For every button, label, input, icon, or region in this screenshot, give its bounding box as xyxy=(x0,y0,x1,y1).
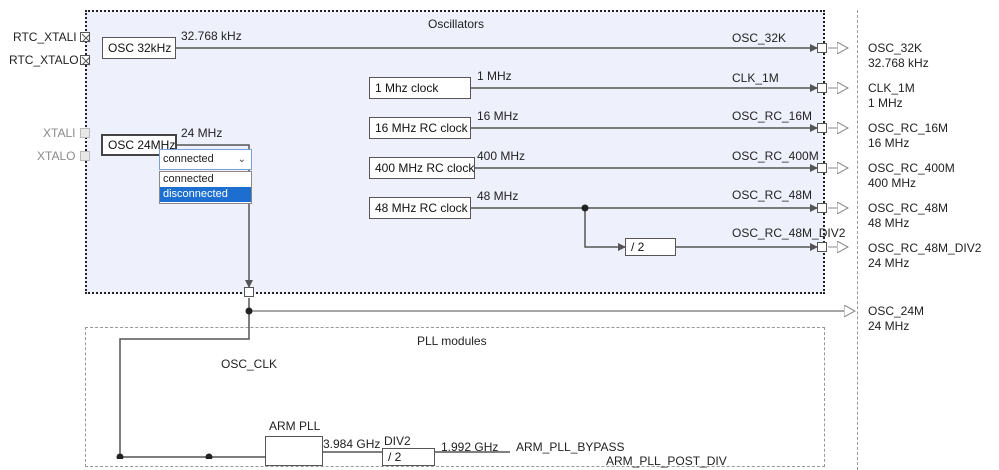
signal-clk-1m: CLK_1M xyxy=(732,71,779,85)
signal-osc-rc-48m: OSC_RC_48M xyxy=(732,188,813,202)
signal-osc-rc-48m-div2: OSC_RC_48M_DIV2 xyxy=(732,226,846,240)
output-freq: 16 MHz xyxy=(868,136,910,150)
signal-osc-32k: OSC_32K xyxy=(732,31,787,45)
div2-label: DIV2 xyxy=(384,434,411,448)
output-freq: 32.768 kHz xyxy=(868,56,929,70)
output-freq: 400 MHz xyxy=(868,176,917,190)
pll-div2-block[interactable]: / 2 xyxy=(382,448,435,466)
signal-osc-rc-400m: OSC_RC_400M xyxy=(732,149,819,163)
output-name: OSC_RC_48M_DIV2 xyxy=(868,241,982,255)
connection-options-list: connected disconnected xyxy=(159,171,252,204)
osc-24mhz-connection-select[interactable]: connected ⌄ xyxy=(159,149,252,170)
clk-1m-output-port[interactable] xyxy=(817,83,827,93)
output-freq: 24 MHz xyxy=(868,256,910,270)
output-name: OSC_24M xyxy=(868,304,925,318)
rc-48mhz-block[interactable]: 48 MHz RC clock xyxy=(369,197,471,219)
freq-32khz: 32.768 kHz xyxy=(181,29,242,43)
rc-16mhz-block[interactable]: 16 MHz RC clock xyxy=(369,117,471,139)
output-freq: 1 MHz xyxy=(868,96,903,110)
chevron-down-icon: ⌄ xyxy=(237,154,246,165)
oscillators-title: Oscillators xyxy=(428,17,485,31)
output-name: OSC_RC_400M xyxy=(868,161,955,175)
rtc-xtalo-pin[interactable] xyxy=(80,55,91,66)
osc-clk-mux-port[interactable] xyxy=(244,287,254,297)
osc-32khz-block[interactable]: OSC 32kHz xyxy=(102,37,176,59)
signal-arm-pll-bypass: ARM_PLL_BYPASS xyxy=(516,440,625,454)
arm-pll-block[interactable] xyxy=(265,436,323,466)
osc-rc-48m-output-port[interactable] xyxy=(817,203,827,213)
signal-osc-clk: OSC_CLK xyxy=(221,357,278,371)
option-disconnected[interactable]: disconnected xyxy=(160,187,251,202)
pll-modules-title: PLL modules xyxy=(417,334,487,348)
output-name: OSC_RC_16M xyxy=(868,121,949,135)
osc-32k-output-port[interactable] xyxy=(817,43,827,53)
arm-pll-label: ARM PLL xyxy=(269,419,321,433)
outputs-region xyxy=(857,10,999,470)
xtali-pin[interactable] xyxy=(80,128,90,138)
rtc-xtali-pin[interactable] xyxy=(80,32,91,43)
osc-rc-16m-output-port[interactable] xyxy=(817,123,827,133)
select-value: connected xyxy=(163,153,214,165)
freq-16mhz: 16 MHz xyxy=(477,109,519,123)
clock-1mhz-block[interactable]: 1 Mhz clock xyxy=(369,77,471,99)
output-freq: 24 MHz xyxy=(868,319,910,333)
osc-24mhz-block[interactable]: OSC 24MHz xyxy=(101,134,177,156)
output-name: CLK_1M xyxy=(868,81,915,95)
div2-block[interactable]: / 2 xyxy=(625,238,676,256)
freq-24mhz: 24 MHz xyxy=(181,126,223,140)
freq-400mhz: 400 MHz xyxy=(477,149,526,163)
output-name: OSC_RC_48M xyxy=(868,201,949,215)
option-connected[interactable]: connected xyxy=(163,173,214,185)
output-name: OSC_32K xyxy=(868,41,923,55)
output-freq: 48 MHz xyxy=(868,216,910,230)
rc-400mhz-block[interactable]: 400 MHz RC clock xyxy=(369,157,475,179)
signal-arm-pll-post-div: ARM_PLL_POST_DIV xyxy=(606,454,727,468)
xtalo-pin[interactable] xyxy=(80,151,90,161)
rtc-xtali-label: RTC_XTALI xyxy=(13,30,77,44)
osc-rc-48m-div2-output-port[interactable] xyxy=(817,242,827,252)
osc-rc-400m-output-port[interactable] xyxy=(817,163,827,173)
arm-pll-output-freq: 3.984 GHz xyxy=(323,437,381,451)
freq-1mhz: 1 MHz xyxy=(477,69,512,83)
signal-osc-rc-16m: OSC_RC_16M xyxy=(732,109,813,123)
freq-48mhz: 48 MHz xyxy=(477,189,519,203)
clock-wires xyxy=(116,0,999,459)
xtalo-label: XTALO xyxy=(37,149,76,163)
xtali-label: XTALI xyxy=(43,126,76,140)
rtc-xtalo-label: RTC_XTALO xyxy=(9,53,79,67)
div2-output-freq: 1.992 GHz xyxy=(441,440,499,454)
